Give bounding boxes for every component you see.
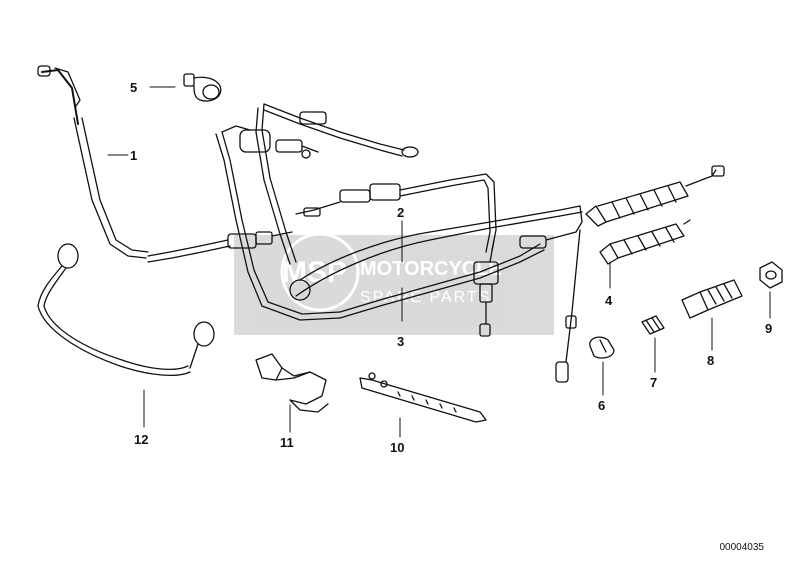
- callout-6: 6: [598, 398, 605, 413]
- callout-10: 10: [390, 440, 404, 455]
- callout-4: 4: [605, 293, 613, 308]
- part-6-clip: [589, 336, 615, 359]
- callout-2: 2: [397, 205, 404, 220]
- part-3-cable: [339, 205, 583, 383]
- watermark-line2: SPARE PARTS: [360, 289, 491, 306]
- part-2-cable: [215, 103, 583, 321]
- part-9-nut: [759, 261, 783, 289]
- callout-8: 8: [707, 353, 714, 368]
- part-1-cable: [37, 65, 293, 263]
- callout-9: 9: [765, 321, 772, 336]
- part-5-cap: [183, 73, 222, 102]
- part-7-sleeve: [641, 315, 665, 335]
- part-11-holder: [255, 353, 329, 413]
- callout-3: 3: [397, 334, 404, 349]
- callout-5: 5: [130, 80, 137, 95]
- diagram-reference-number: 00004035: [719, 542, 765, 553]
- callout-11: 11: [280, 435, 294, 450]
- callout-7: 7: [650, 375, 657, 390]
- watermark-line1: MOTORCYCLE: [360, 258, 502, 280]
- callout-1: 1: [130, 148, 137, 163]
- callout-12: 12: [134, 432, 148, 447]
- callouts: 5 1 2 3 4 6 7 8 9 10 11 12: [130, 80, 772, 455]
- part-4-rubber-boots: [585, 165, 725, 265]
- leader-lines: [107, 86, 771, 438]
- part-10-strap: [359, 372, 487, 423]
- part-12-wire: [37, 243, 215, 376]
- part-8-adjusting-screw: [681, 279, 743, 319]
